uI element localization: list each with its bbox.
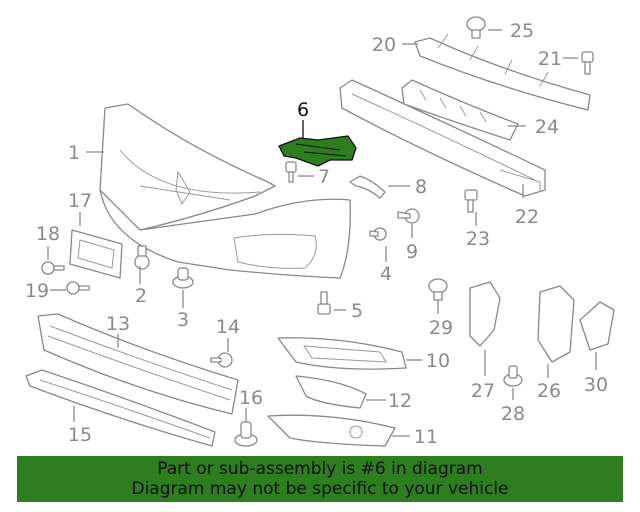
- callout-18: 18: [36, 223, 60, 245]
- callout-23: 23: [466, 228, 490, 250]
- callout-8: 8: [415, 176, 427, 198]
- leader-lines: [47, 29, 597, 437]
- callout-27: 27: [471, 380, 495, 402]
- callout-21: 21: [538, 48, 562, 70]
- part-29-clip: [428, 278, 448, 301]
- part-28-clip: [503, 365, 523, 387]
- callout-13: 13: [106, 313, 130, 335]
- part-6-bracket-highlighted: [278, 135, 357, 167]
- callout-3: 3: [177, 309, 189, 331]
- callout-16: 16: [239, 387, 263, 409]
- part-18-screw: [41, 261, 65, 275]
- part-26-bracket: [537, 285, 575, 363]
- part-8-clip: [349, 175, 386, 199]
- part-3-grommet: [172, 267, 194, 289]
- part-5-bolt: [317, 291, 331, 315]
- callout-6: 6: [297, 99, 309, 121]
- banner-line-1: Part or sub-assembly is #6 in diagram: [157, 459, 483, 479]
- callout-10: 10: [426, 350, 450, 372]
- part-16-grommet: [234, 421, 258, 447]
- callout-19: 19: [25, 280, 49, 302]
- part-24-absorber: [401, 79, 519, 141]
- part-11-fog-garnish-lower: [267, 414, 396, 447]
- banner-line-2: Diagram may not be specific to your vehi…: [131, 479, 509, 499]
- parts-diagram: 1 2 3 4 5 6 7 8 9 10 11 12 13 14 15 16 1…: [25, 16, 615, 448]
- callout-22: 22: [515, 206, 539, 228]
- callout-11: 11: [414, 426, 438, 448]
- callout-30: 30: [584, 374, 608, 396]
- callout-14: 14: [216, 316, 240, 338]
- part-4-screw: [369, 227, 387, 241]
- callout-9: 9: [406, 241, 418, 263]
- info-banner: Part or sub-assembly is #6 in diagram Di…: [17, 456, 623, 502]
- part-17-license-bracket: [69, 229, 123, 279]
- part-9-screw: [397, 208, 420, 224]
- callout-26: 26: [537, 380, 561, 402]
- callout-5: 5: [351, 300, 363, 322]
- part-25-clip: [466, 16, 486, 39]
- part-27-bracket: [469, 281, 501, 347]
- part-21-bolt: [581, 51, 594, 75]
- part-20-upper-reinforcement: [414, 33, 591, 111]
- part-13-lower-grille: [37, 313, 239, 415]
- callout-29: 29: [429, 317, 453, 339]
- callout-17: 17: [68, 190, 92, 212]
- part-23-bolt: [464, 189, 478, 213]
- part-14-clip: [210, 352, 233, 368]
- callout-25: 25: [510, 20, 534, 42]
- part-7-bolt: [285, 161, 297, 183]
- part-15-lower-spoiler: [25, 369, 216, 447]
- part-30-bracket: [579, 301, 615, 351]
- part-12-fog-cover: [295, 375, 367, 409]
- part-2-clip: [134, 245, 150, 270]
- callout-4: 4: [380, 263, 392, 285]
- callout-1: 1: [68, 142, 80, 164]
- part-10-fog-garnish: [277, 337, 407, 370]
- callout-7: 7: [318, 166, 330, 188]
- callout-24: 24: [535, 116, 559, 138]
- callout-15: 15: [68, 424, 92, 446]
- part-19-screw: [66, 281, 90, 295]
- callout-12: 12: [388, 390, 412, 412]
- callout-20: 20: [372, 34, 396, 56]
- callout-2: 2: [135, 285, 147, 307]
- callout-28: 28: [501, 403, 525, 425]
- part-1-bumper-face: [99, 103, 351, 279]
